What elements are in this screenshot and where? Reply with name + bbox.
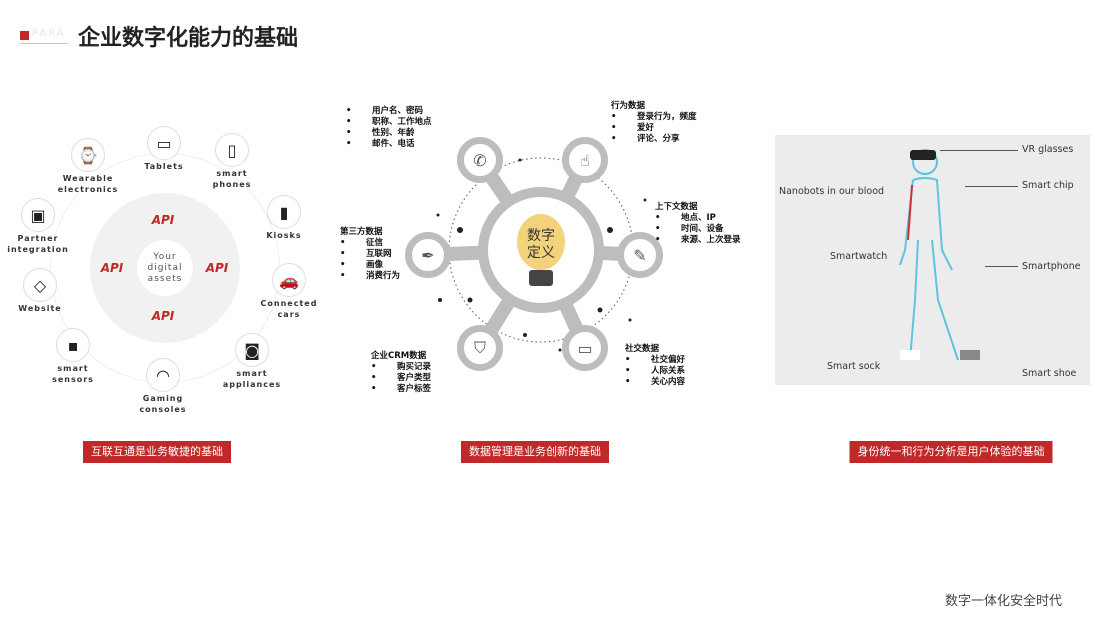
- page-title: 企业数字化能力的基础: [78, 26, 299, 51]
- center-line: digital: [147, 262, 183, 273]
- api-label: API: [151, 213, 175, 227]
- block-item: 邮件、电话: [372, 139, 415, 149]
- tablet-icon: ▭: [147, 126, 181, 160]
- block-title: 社交数据: [625, 344, 660, 354]
- devices-icon: ▣: [21, 198, 55, 232]
- device-label: Connected cars: [260, 299, 318, 319]
- data-category-block: 社交数据社交偏好人际关系关心内容: [625, 344, 685, 388]
- title-underline: [20, 43, 68, 44]
- device-label: Website: [18, 304, 62, 313]
- block-item: 关心内容: [651, 377, 686, 387]
- phone-icon: ✆: [457, 137, 503, 183]
- data-category-block: 行为数据登录行为，频度爱好评论、分享: [611, 101, 697, 145]
- block-item: 客户类型: [397, 373, 432, 383]
- device-label: Partner integration: [7, 234, 69, 254]
- block-item: 登录行为，频度: [637, 112, 697, 122]
- block-item: 爱好: [637, 123, 655, 133]
- title-ghost-text: PARA: [32, 28, 66, 39]
- kiosk-icon: ▮: [267, 195, 301, 229]
- block-item: 社交偏好: [651, 355, 686, 365]
- caption-data-management: 数据管理是业务创新的基础: [461, 441, 609, 463]
- block-title: 第三方数据: [340, 227, 383, 237]
- leader-line: [985, 266, 1018, 267]
- block-item: 性别、年龄: [372, 128, 415, 138]
- sensor-icon: ▪: [56, 328, 90, 362]
- data-category-block: 上下文数据地点、IP时间、设备来源、上次登录: [655, 202, 741, 246]
- block-item: 征信: [366, 238, 384, 248]
- block-item: 客户标签: [397, 384, 432, 394]
- api-label: API: [100, 261, 124, 275]
- block-item: 用户名、密码: [372, 106, 424, 116]
- block-item: 职称、工作地点: [372, 117, 432, 127]
- block-item: 人际关系: [651, 366, 686, 376]
- center-line: Your: [153, 251, 177, 262]
- hand-star-icon: ☝: [562, 137, 608, 183]
- label-nanobots: Nanobots in our blood: [779, 186, 885, 197]
- hub-center-text: 数字 定义: [527, 228, 555, 261]
- data-category-block: 企业CRM数据购买记录客户类型客户标签: [371, 351, 431, 395]
- block-title: 上下文数据: [655, 202, 698, 212]
- api-label: API: [205, 261, 229, 275]
- caption-identity: 身份统一和行为分析是用户体验的基础: [849, 441, 1053, 463]
- pen-nib-icon: ✒: [405, 232, 451, 278]
- label-smart-sock: Smart sock: [827, 361, 881, 372]
- smart-body-image: [775, 135, 1090, 385]
- website-icon: ◇: [23, 268, 57, 302]
- data-category-block: 第三方数据征信互联网画像消费行为: [340, 227, 400, 282]
- device-label: Kiosks: [266, 231, 302, 240]
- leader-line: [965, 186, 1018, 187]
- device-label: Wearable electronics: [57, 174, 119, 194]
- block-item: 评论、分享: [637, 134, 680, 144]
- data-category-block: 用户名、密码职称、工作地点性别、年龄邮件、电话: [346, 106, 432, 150]
- device-label: smart phones: [212, 169, 252, 189]
- device-label: smart sensors: [52, 364, 94, 384]
- label-smart-chip: Smart chip: [1022, 180, 1074, 191]
- block-item: 地点、IP: [681, 213, 716, 223]
- label-smartphone: Smartphone: [1022, 261, 1081, 272]
- washing-machine-icon: ◙: [235, 333, 269, 367]
- block-item: 来源、上次登录: [681, 235, 741, 245]
- block-item: 购买记录: [397, 362, 432, 372]
- title-marker: [20, 31, 29, 40]
- center-line: assets: [147, 273, 183, 284]
- gauge-icon: ◠: [146, 358, 180, 392]
- briefcase-icon: ▭: [562, 325, 608, 371]
- block-item: 时间、设备: [681, 224, 724, 234]
- label-smartwatch: Smartwatch: [830, 251, 888, 262]
- block-item: 互联网: [366, 249, 392, 259]
- bulb-icon: [517, 214, 565, 270]
- device-label: smart appliances: [222, 369, 282, 389]
- block-title: 企业CRM数据: [371, 351, 427, 361]
- car-icon: 🚗: [272, 263, 306, 297]
- smartphone-icon: ▯: [215, 133, 249, 167]
- block-title: 行为数据: [611, 101, 646, 111]
- body-figure-icon: [899, 149, 980, 361]
- device-label: Tablets: [144, 162, 184, 171]
- watch-icon: ⌚: [71, 138, 105, 172]
- label-smart-shoe: Smart shoe: [1022, 368, 1077, 379]
- shield-icon: ⛉: [457, 325, 503, 371]
- caption-connectivity: 互联互通是业务敏捷的基础: [83, 441, 231, 463]
- leader-line: [940, 150, 1018, 151]
- label-vr-glasses: VR glasses: [1022, 144, 1074, 155]
- device-label: Gaming consoles: [139, 394, 187, 414]
- block-item: 画像: [366, 260, 384, 270]
- block-item: 消费行为: [366, 271, 401, 281]
- watermark: 数字一体化安全时代: [945, 594, 1063, 609]
- api-label: API: [151, 309, 175, 323]
